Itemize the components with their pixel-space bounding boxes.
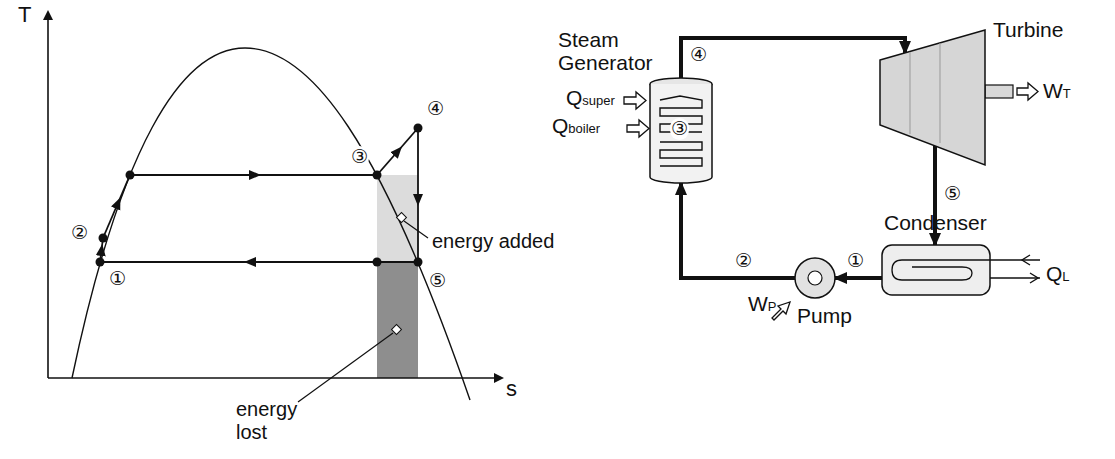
condenser-outline (882, 245, 990, 295)
leader-line (298, 333, 393, 402)
region-label: energy lost (236, 398, 298, 444)
region-label: energy added (432, 230, 554, 253)
energy-lost-area (377, 262, 418, 378)
component-name: Turbine (993, 18, 1083, 41)
turbine: Turbine (880, 30, 985, 165)
cooling-lines (990, 255, 1040, 283)
state-number: ④ (689, 44, 708, 66)
axis-label: s (506, 376, 517, 401)
state-number: ③ (350, 146, 369, 168)
heat-label: Qboiler (552, 114, 600, 138)
t-axis (47, 12, 49, 378)
work-label: WT (1043, 79, 1071, 103)
leader-marker (392, 325, 402, 335)
turbine-shaft (985, 85, 1013, 98)
state-number: ⑤ (943, 183, 962, 205)
component-name: Steam Generator (558, 28, 668, 74)
leader-line (404, 221, 428, 238)
condenser: Condenser (882, 245, 990, 295)
heat-label: QL (1046, 262, 1070, 286)
pump-outline (795, 258, 835, 298)
work-label: WP (748, 292, 777, 316)
saturation-dome (72, 48, 470, 400)
pipe-connector (681, 38, 905, 78)
state-number: ⑤ (428, 270, 447, 292)
heat-label: Qsuper (566, 86, 615, 110)
pump: Pump (795, 258, 835, 298)
state-number: ④ (426, 98, 445, 120)
state-number: ① (846, 250, 865, 272)
state-points (96, 124, 423, 267)
component-name: Pump (797, 304, 867, 327)
turbine-outline (880, 30, 985, 165)
state-number: ② (70, 222, 89, 244)
component-name: Condenser (884, 211, 1004, 234)
heat-arrow (624, 92, 646, 109)
state-number: ③ (670, 118, 689, 140)
state-number: ② (734, 250, 753, 272)
pipe-connector (681, 183, 795, 278)
axis-label: T (18, 2, 31, 27)
pipe-connector (835, 276, 882, 280)
work-arrow (1017, 83, 1038, 100)
s-axis (48, 377, 502, 379)
state-number: ① (108, 268, 127, 290)
cycle-lines (100, 128, 418, 262)
heat-arrow (627, 120, 649, 137)
